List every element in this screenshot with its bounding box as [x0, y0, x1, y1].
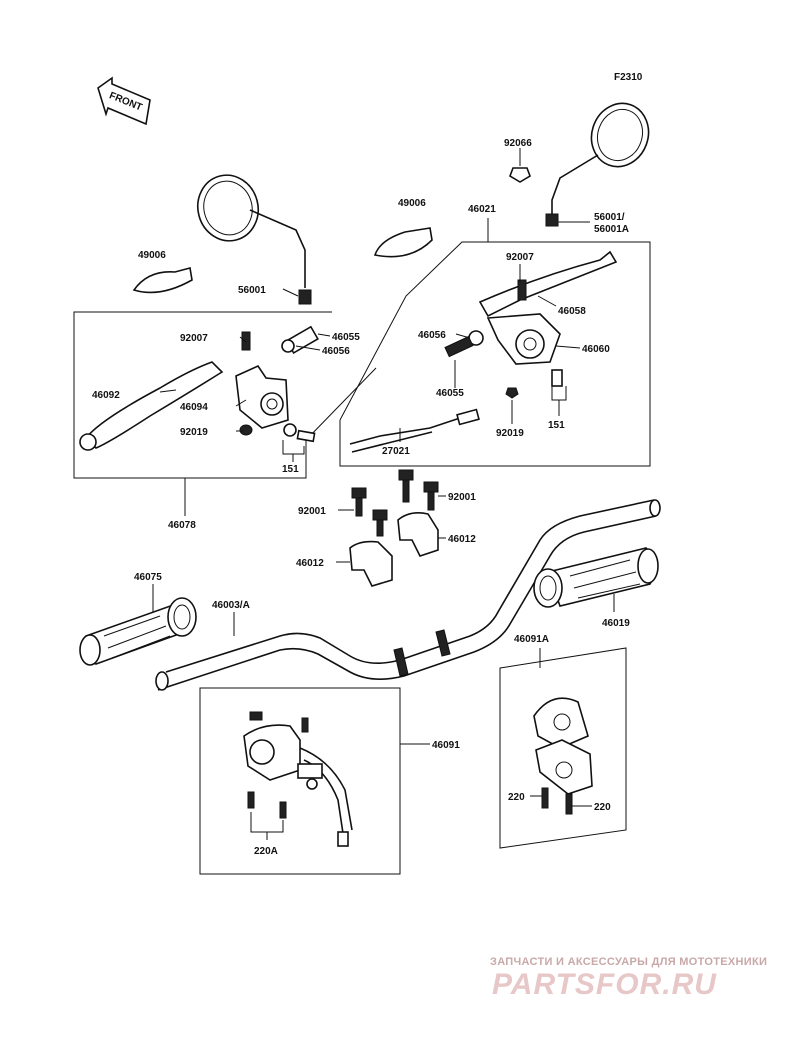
left-clutch-lever: [79, 361, 289, 451]
handlebar: [155, 499, 661, 691]
label-220-left: 220: [508, 792, 525, 803]
handlebar-clamp-upper: [397, 512, 439, 557]
watermark-tagline: ЗАПЧАСТИ И АКСЕССУАРЫ ДЛЯ МОТОТЕХНИКИ: [490, 956, 767, 968]
front-arrow-icon: FRONT: [97, 76, 151, 126]
left-mirror: [196, 174, 312, 305]
label-151-right: 151: [548, 420, 565, 431]
label-49006-left: 49006: [138, 250, 166, 261]
label-46078: 46078: [168, 520, 196, 531]
label-56001-56001a: 56001/: [594, 212, 625, 223]
left-switch-housing: [243, 711, 353, 847]
label-46003a: 46003/A: [212, 600, 250, 611]
lever-cover-right: [373, 227, 433, 258]
left-grip: [79, 597, 197, 666]
label-151-left: 151: [282, 464, 299, 475]
label-92019-right: 92019: [496, 428, 524, 439]
right-switch-housing: [533, 697, 593, 815]
label-49006-right: 49006: [398, 198, 426, 209]
label-46091a: 46091A: [514, 634, 549, 645]
clamp-bolts: [351, 469, 439, 537]
label-27021: 27021: [382, 446, 410, 457]
label-92007-right: 92007: [506, 252, 534, 263]
label-46091: 46091: [432, 740, 460, 751]
label-46012-left: 46012: [296, 558, 324, 569]
right-grip: [533, 547, 659, 608]
label-46094: 46094: [180, 402, 208, 413]
right-switch-box: [499, 647, 627, 849]
label-46092: 46092: [92, 390, 120, 401]
watermark: ЗАПЧАСТИ И АКСЕССУАРЫ ДЛЯ МОТОТЕХНИКИ PA…: [490, 956, 767, 1001]
label-46058: 46058: [558, 306, 586, 317]
nut-92066: [509, 167, 531, 183]
label-46021: 46021: [468, 204, 496, 215]
label-92001-left: 92001: [298, 506, 326, 517]
label-220a: 220A: [254, 846, 278, 857]
label-46012-right: 46012: [448, 534, 476, 545]
label-46019: 46019: [602, 618, 630, 629]
label-220-right: 220: [594, 802, 611, 813]
right-brake-lever: [478, 250, 618, 365]
figure-code: F2310: [614, 72, 643, 83]
label-46075: 46075: [134, 572, 162, 583]
right-mirror: [545, 102, 650, 227]
label-46056-left: 46056: [322, 346, 350, 357]
label-46056-right: 46056: [418, 330, 446, 341]
label-46060: 46060: [582, 344, 610, 355]
label-92019-left: 92019: [180, 427, 208, 438]
handlebar-clamp-lower: [349, 540, 393, 587]
left-switch-box: [199, 687, 401, 875]
label-92007-left: 92007: [180, 333, 208, 344]
label-92001-right: 92001: [448, 492, 476, 503]
label-56001-left: 56001: [238, 285, 266, 296]
label-46055-right: 46055: [436, 388, 464, 399]
label-56001a: 56001A: [594, 224, 629, 235]
left-lever-assembly-box: [73, 311, 377, 479]
label-46055-left: 46055: [332, 332, 360, 343]
watermark-logo: PARTSFOR.RU: [492, 968, 717, 1001]
lever-cover-left: [132, 267, 193, 294]
right-lever-assembly-box: [339, 241, 651, 467]
label-92066: 92066: [504, 138, 532, 149]
